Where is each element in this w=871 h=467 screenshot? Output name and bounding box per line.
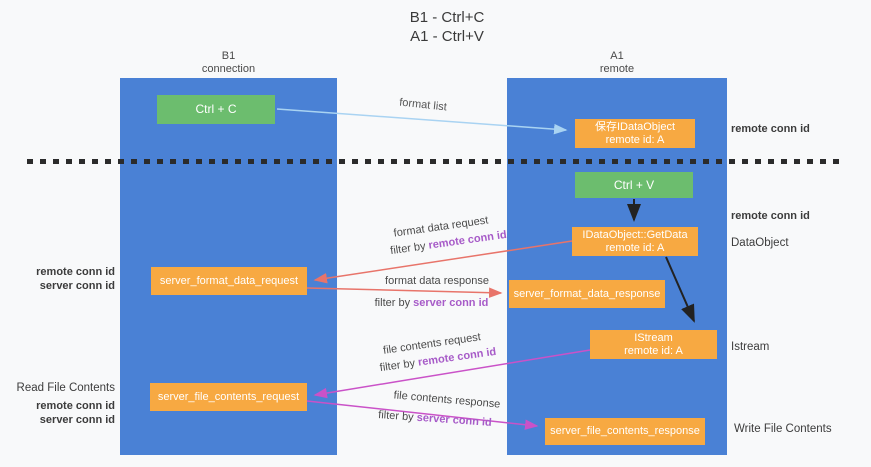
format-data-response-label: format data response bbox=[385, 275, 489, 287]
right-remote-conn-id-label-top: remote conn id bbox=[731, 123, 810, 135]
ctrl-v-box: Ctrl + V bbox=[575, 172, 693, 198]
filter-by-text: filter by bbox=[374, 297, 411, 309]
dashed-separator-line bbox=[27, 159, 845, 164]
left-remote-conn-id-label-2: remote conn id bbox=[36, 400, 115, 412]
filter-by-text: filter by bbox=[379, 357, 416, 375]
dataobject-label: DataObject bbox=[731, 237, 789, 249]
server-format-data-request-box: server_format_data_request bbox=[151, 267, 307, 295]
server-conn-id-text: server conn id bbox=[416, 411, 493, 429]
server-format-data-request-label: server_format_data_request bbox=[159, 274, 299, 287]
right-remote-conn-id-label-mid: remote conn id bbox=[731, 210, 810, 222]
server-file-contents-response-box: server_file_contents_response bbox=[545, 418, 705, 445]
read-file-contents-label: Read File Contents bbox=[16, 382, 115, 394]
title-line-2: A1 - Ctrl+V bbox=[410, 28, 484, 45]
write-file-contents-label: Write File Contents bbox=[734, 423, 832, 435]
format-list-label: format list bbox=[398, 96, 448, 114]
idataobject-getdata-label: IDataObject::GetData bbox=[582, 228, 688, 241]
left-column-name: B1 bbox=[221, 50, 236, 62]
server-format-data-response-box: server_format_data_response bbox=[509, 280, 665, 308]
server-file-contents-request-box: server_file_contents_request bbox=[150, 383, 307, 411]
istream-box: IStream remote id: A bbox=[590, 330, 717, 359]
server-file-contents-response-label: server_file_contents_response bbox=[550, 425, 700, 437]
left-column-role: connection bbox=[201, 63, 256, 75]
save-idataobject-box: 保存IDataObject remote id: A bbox=[575, 119, 695, 148]
left-column-header: B1 connection bbox=[120, 50, 337, 76]
left-server-conn-id-label-1: server conn id bbox=[39, 280, 115, 292]
format-data-response-filter-label: filter by server conn id bbox=[374, 297, 489, 309]
server-conn-id-text: server conn id bbox=[413, 297, 489, 309]
idataobject-getdata-box: IDataObject::GetData remote id: A bbox=[572, 227, 698, 256]
title-line-1: B1 - Ctrl+C bbox=[409, 9, 485, 26]
filter-by-text: filter by bbox=[389, 240, 427, 258]
server-file-contents-request-label: server_file_contents_request bbox=[157, 390, 300, 403]
left-server-conn-id-label-2: server conn id bbox=[39, 414, 115, 426]
right-column-role: remote bbox=[599, 63, 635, 75]
left-remote-conn-id-label-1: remote conn id bbox=[36, 266, 115, 278]
file-contents-response-label: file contents response bbox=[393, 389, 501, 411]
istream-label: IStream bbox=[634, 331, 673, 344]
server-format-data-response-label: server_format_data_response bbox=[513, 287, 661, 300]
ctrl-c-label: Ctrl + C bbox=[195, 102, 237, 116]
right-column-name: A1 bbox=[610, 50, 624, 62]
right-column-header: A1 remote bbox=[507, 50, 727, 76]
file-contents-response-filter-label: filter by server conn id bbox=[378, 409, 493, 429]
istream-remote-id: remote id: A bbox=[624, 344, 683, 357]
ctrl-c-box: Ctrl + C bbox=[157, 95, 275, 124]
save-idataobject-remote-id: remote id: A bbox=[605, 133, 665, 146]
idataobject-getdata-remote-id: remote id: A bbox=[605, 241, 665, 254]
diagram-title: B1 - Ctrl+C A1 - Ctrl+V bbox=[347, 8, 547, 46]
save-idataobject-label: 保存IDataObject bbox=[594, 120, 676, 133]
istream-side-label: Istream bbox=[731, 341, 770, 353]
ctrl-v-label: Ctrl + V bbox=[613, 177, 655, 192]
filter-by-text: filter by bbox=[377, 409, 415, 424]
